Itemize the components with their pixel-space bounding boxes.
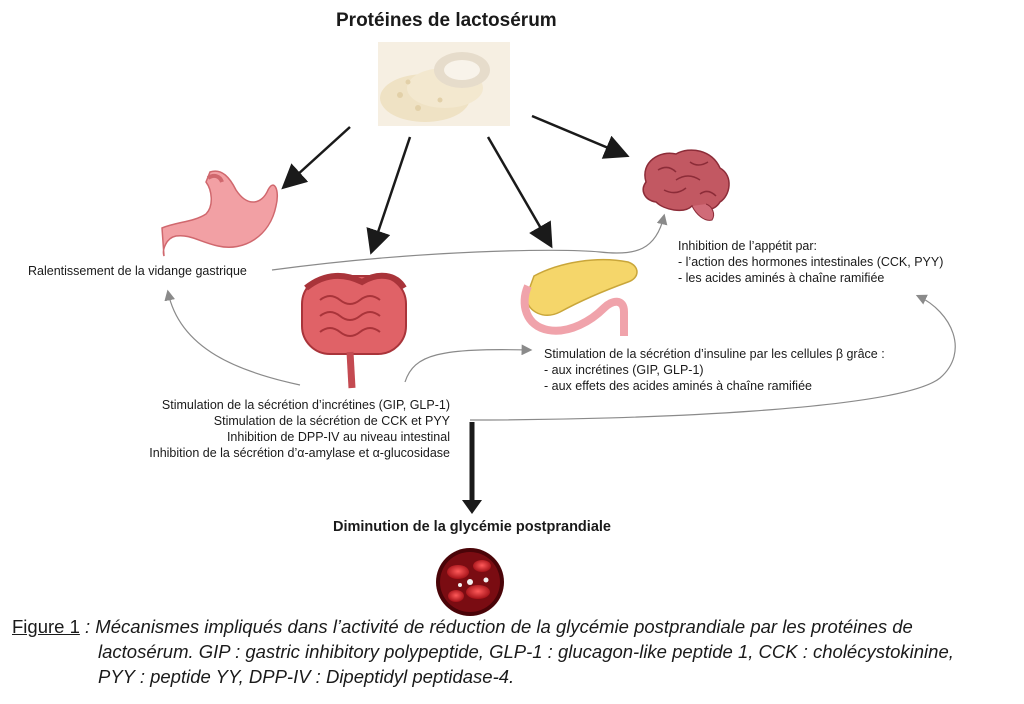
pancreas-heading: Stimulation de la sécrétion d’insuline p… (544, 347, 885, 361)
caption-line: lactosérum. GIP : gastric inhibitory pol… (98, 641, 954, 662)
caption-line: PYY : peptide YY, DPP-IV : Dipeptidyl pe… (98, 666, 515, 687)
brain-item: - les acides aminés à chaîne ramifiée (678, 271, 885, 285)
blood-cells-icon (436, 548, 504, 616)
pancreas-icon (520, 258, 638, 336)
diagram-title: Protéines de lactosérum (336, 10, 557, 31)
arrow-intestine-to-brain (469, 294, 956, 421)
intestine-line: Inhibition de DPP-IV au niveau intestina… (226, 430, 450, 444)
pancreas-item: - aux incrétines (GIP, GLP-1) (544, 363, 704, 377)
arrow-to-brain (531, 114, 630, 159)
intestine-line: Stimulation de la sécrétion d’incrétines… (161, 398, 450, 412)
pancreas-item: - aux effets des acides aminés à chaîne … (544, 379, 812, 393)
whey-powder-image (378, 42, 510, 126)
brain-text: Inhibition de l’appétit par: - l’action … (678, 238, 943, 286)
brain-item: - l’action des hormones intestinales (CC… (678, 255, 944, 269)
caption-separator: : (79, 616, 96, 637)
stomach-icon (161, 170, 279, 257)
arrow-to-stomach (281, 126, 351, 190)
arrow-to-pancreas (486, 136, 553, 249)
intestine-icon (301, 272, 407, 389)
arrow-intestine-to-stomach (164, 289, 301, 386)
arrow-stomach-to-brain (271, 213, 668, 271)
arrow-intestine-to-pancreas (404, 344, 533, 383)
caption-label: Figure 1 (12, 616, 80, 637)
brain-heading: Inhibition de l’appétit par: (678, 239, 817, 253)
brain-icon (642, 149, 730, 221)
pancreas-text: Stimulation de la sécrétion d’insuline p… (544, 346, 885, 394)
intestine-line: Inhibition de la sécrétion d’α-amylase e… (149, 446, 450, 460)
arrow-to-outcome-head (462, 500, 482, 514)
arrow-to-intestine (366, 136, 412, 255)
figure-caption: Figure 1 : Mécanismes impliqués dans l’a… (12, 614, 1012, 689)
intestine-line: Stimulation de la sécrétion de CCK et PY… (213, 414, 450, 428)
stomach-label: Ralentissement de la vidange gastrique (28, 264, 247, 278)
caption-line: Mécanismes impliqués dans l’activité de … (95, 616, 913, 637)
outcome-label: Diminution de la glycémie postprandiale (333, 519, 611, 535)
intestine-text: Stimulation de la sécrétion d’incrétines… (100, 397, 450, 461)
